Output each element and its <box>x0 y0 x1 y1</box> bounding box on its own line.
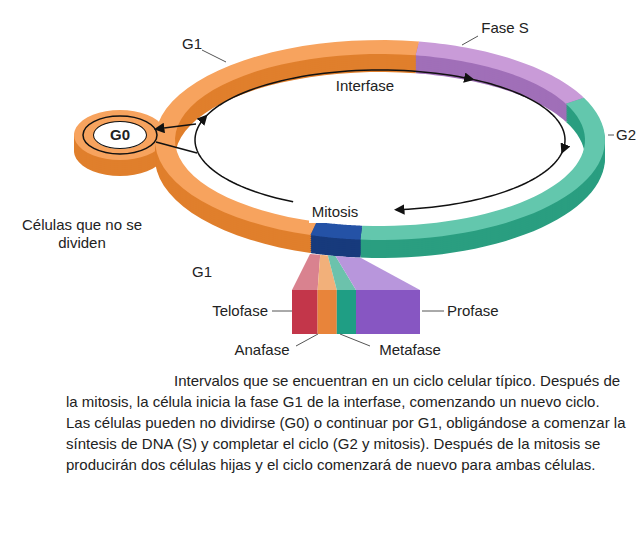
cycle-arrow <box>195 116 293 202</box>
mitosis-phase-bar <box>318 290 337 334</box>
cycle-band <box>155 44 419 239</box>
mitosis-phase-bar <box>356 290 420 334</box>
mitosis-band: Mitosis <box>309 201 362 223</box>
cycle-arrow <box>473 79 565 152</box>
cycle-arrow <box>396 152 562 210</box>
phase-label: G1 <box>192 263 212 281</box>
node-text: G0 <box>110 126 130 144</box>
phase-label: Células que no se dividen <box>17 216 147 252</box>
phase-label: Telofase <box>212 302 268 320</box>
figure-caption: Intervalos que se encuentran en un ciclo… <box>66 370 626 475</box>
phase-label: Interfase <box>336 77 394 95</box>
phase-label: G1 <box>182 35 202 53</box>
phase-label: G2 <box>616 126 636 144</box>
leader-line <box>422 311 444 312</box>
mitosis-phase-bar <box>337 290 356 334</box>
cycle-band <box>155 48 419 243</box>
leader-line <box>202 50 226 62</box>
leader-line <box>462 36 478 45</box>
mitosis-phase-bar <box>292 290 318 334</box>
cycle-band <box>416 42 584 104</box>
g0-loop-band <box>74 110 166 160</box>
cycle-arrow <box>206 70 472 116</box>
g0-arrow <box>156 142 197 153</box>
g0-node: G0 <box>93 121 147 149</box>
node-text: Mitosis <box>312 203 359 221</box>
leader-line <box>272 311 292 312</box>
cycle-band <box>155 46 419 241</box>
phase-label: Fase S <box>481 19 529 37</box>
mitosis-fan <box>292 254 320 290</box>
leader-line <box>296 334 318 346</box>
mitosis-fan <box>336 256 421 290</box>
cycle-band <box>360 98 605 240</box>
phase-label: Profase <box>447 302 499 320</box>
phase-label: Anafase <box>234 341 289 359</box>
cycle-band <box>155 42 419 237</box>
phase-label: Metafase <box>379 341 441 359</box>
g0-arrow <box>156 124 196 129</box>
cycle-band <box>310 222 362 240</box>
g0-arrow-loop <box>83 116 157 154</box>
leader-line <box>340 334 370 346</box>
leader-line <box>608 135 614 136</box>
